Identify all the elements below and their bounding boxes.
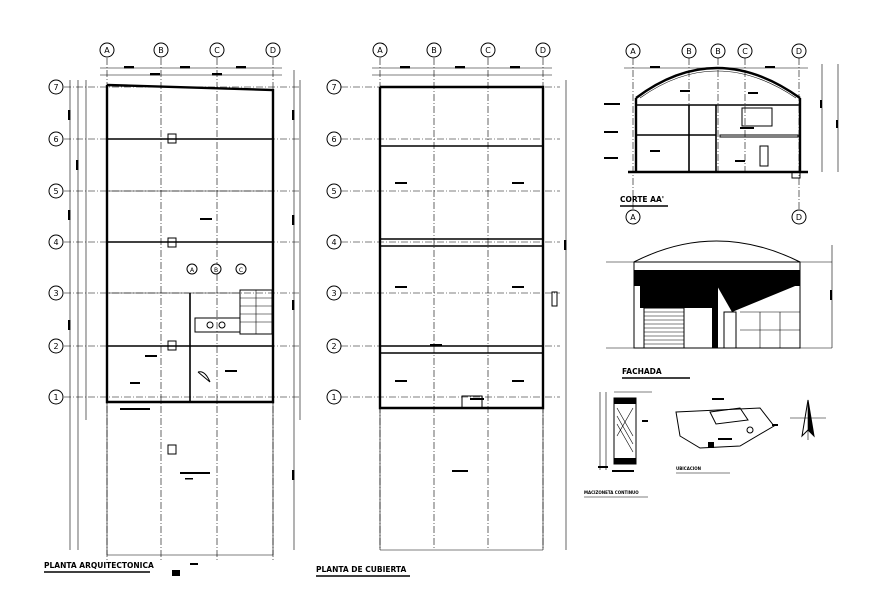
roof-row-1: 1 (331, 393, 336, 402)
roof-row-4: 4 (331, 238, 336, 247)
plan-row-4: 4 (53, 238, 58, 247)
roof-plan: A B C D 7 6 5 4 3 2 1 (316, 42, 567, 577)
section-axis-d: D (796, 47, 802, 56)
section-axis-b2: B (715, 47, 721, 56)
section-axis-bottom-a: A (630, 213, 636, 222)
section-axis-bottom-d: D (796, 213, 802, 222)
stair-axis-a: A (190, 267, 195, 274)
roof-row-3: 3 (331, 289, 336, 298)
column-detail: MACIZONETA CONTINUO (584, 391, 652, 498)
plan-row-3: 3 (53, 289, 58, 298)
section-axis-c: C (742, 47, 748, 56)
roof-axis-a: A (377, 46, 383, 55)
stair-axis-b: B (214, 267, 218, 274)
plan-axis-c: C (214, 46, 220, 55)
plan-axis-d: D (270, 46, 276, 55)
north-arrow-icon (790, 399, 826, 440)
section-title: CORTE AA' (620, 195, 664, 204)
plan-row-7: 7 (53, 83, 58, 92)
roof-axis-b: B (431, 46, 437, 55)
roof-axis-c: C (485, 46, 491, 55)
plan-row-1: 1 (53, 393, 58, 402)
plan-axis-a: A (104, 46, 110, 55)
roof-axis-d: D (540, 46, 546, 55)
roof-outline (378, 85, 545, 551)
plan-annotations (120, 218, 237, 576)
roof-row-axes: 7 6 5 4 3 2 1 (326, 79, 560, 405)
roof-row-2: 2 (331, 342, 336, 351)
floor-plan: A B C D 7 6 5 4 3 2 1 (44, 42, 301, 576)
roof-title: PLANTA DE CUBIERTA (316, 565, 406, 574)
roof-row-5: 5 (331, 187, 336, 196)
roof-row-7: 7 (331, 83, 336, 92)
plan-title: PLANTA ARQUITECTONICA (44, 561, 154, 570)
roof-column-axes: A B C D (372, 42, 551, 550)
plan-column-axes: A B C D (99, 42, 281, 560)
plan-walls (105, 83, 275, 556)
plan-dimensions (68, 66, 301, 550)
plan-row-6: 6 (53, 135, 58, 144)
detail-title: MACIZONETA CONTINUO (584, 490, 639, 495)
section-aa: A B B C D A D (604, 43, 839, 225)
stair-axis-c: C (239, 267, 243, 274)
plan-row-2: 2 (53, 342, 58, 351)
roof-row-6: 6 (331, 135, 336, 144)
facade-title: FACHADA (622, 367, 662, 376)
stair-axes: A B C (186, 263, 247, 275)
facade: FACHADA (606, 240, 833, 379)
section-axis-b1: B (686, 47, 692, 56)
plan-axis-b: B (158, 46, 164, 55)
location-title: UBICACION (676, 466, 701, 471)
roof-dimensions (372, 66, 567, 550)
section-body (604, 64, 839, 179)
plan-row-5: 5 (53, 187, 58, 196)
section-axis-a: A (630, 47, 636, 56)
location-map: UBICACION (675, 398, 778, 474)
